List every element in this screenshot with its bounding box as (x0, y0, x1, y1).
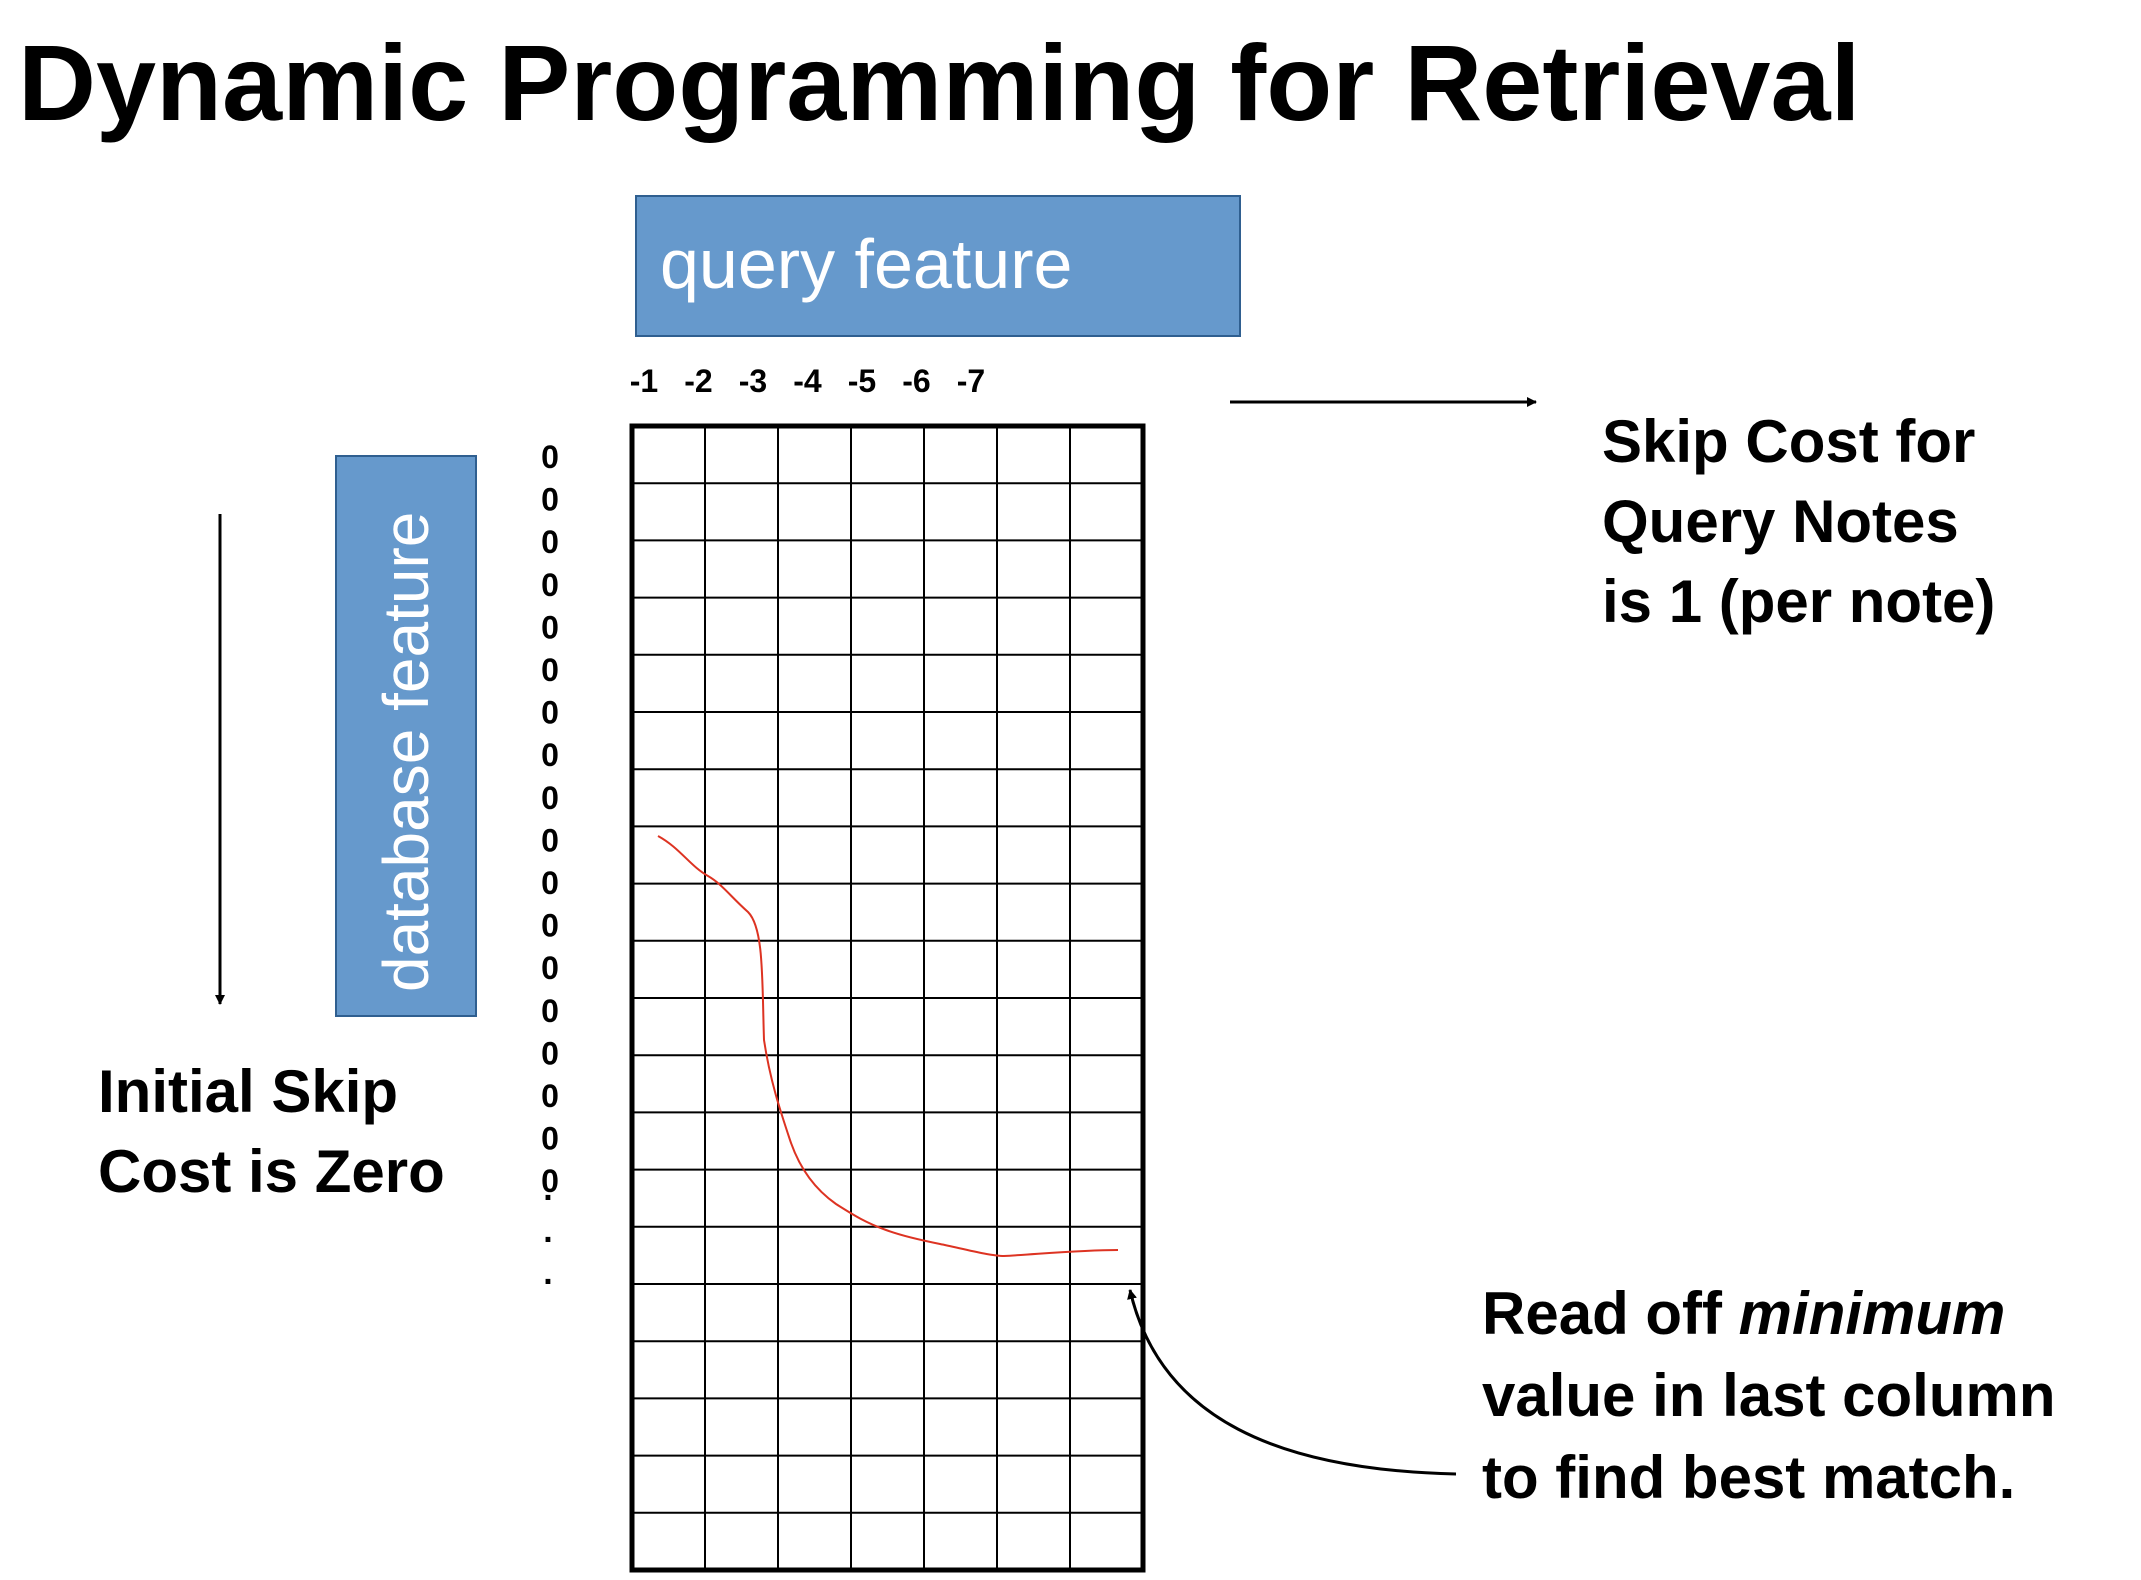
read-off-italic: minimum (1739, 1280, 2006, 1347)
row-label: 0 (541, 695, 559, 731)
skip-cost-line-2: Query Notes (1602, 488, 1959, 555)
continuation-dot: . (543, 1254, 552, 1292)
warping-path (657, 835, 1119, 1258)
column-label: -5 (848, 363, 876, 399)
column-label: -2 (684, 363, 712, 399)
initial-skip-line-1: Initial Skip (98, 1058, 398, 1125)
column-label: -3 (739, 363, 767, 399)
database-feature-label: database feature (370, 512, 442, 992)
database-feature-box: database feature (335, 455, 477, 1017)
skip-cost-line-3: is 1 (per note) (1602, 568, 1995, 635)
column-label: -7 (957, 363, 985, 399)
row-label: 0 (541, 567, 559, 603)
slide-title: Dynamic Programming for Retrieval (18, 22, 1861, 143)
row-label: 0 (541, 1035, 559, 1071)
initial-skip-line-2: Cost is Zero (98, 1138, 445, 1205)
row-label: 0 (541, 950, 559, 986)
best-match-arrow (1127, 1289, 1457, 1476)
row-label: 0 (541, 439, 559, 475)
row-label: 0 (541, 524, 559, 560)
column-labels: -1 -2 -3 -4 -5 -6 -7 (630, 363, 985, 399)
row-label: 0 (541, 822, 559, 858)
column-label: -6 (902, 363, 930, 399)
read-off-line-2: value in last column (1482, 1362, 2056, 1429)
row-labels: 0 0 0 0 0 0 0 0 0 0 0 0 0 0 0 0 0 0 (541, 439, 559, 1199)
query-feature-box: query feature (635, 195, 1241, 337)
row-label: 0 (541, 908, 559, 944)
skip-cost-line-1: Skip Cost for (1602, 408, 1975, 475)
row-label: 0 (541, 993, 559, 1029)
row-label: 0 (541, 652, 559, 688)
row-label: 0 (541, 482, 559, 518)
initial-skip-text: Initial Skip Cost is Zero (98, 1058, 445, 1205)
row-label: 0 (541, 1163, 559, 1199)
column-label: -4 (793, 363, 822, 399)
row-label: 0 (541, 737, 559, 773)
read-off-line-3: to find best match. (1482, 1444, 2015, 1511)
read-off-prefix: Read off (1482, 1280, 1739, 1347)
row-label: 0 (541, 1121, 559, 1157)
dp-grid (629, 423, 1146, 1573)
row-label: 0 (541, 609, 559, 645)
continuation-dot: . (543, 1170, 552, 1208)
continuation-dot: . (543, 1212, 552, 1250)
column-label: -1 (630, 363, 658, 399)
row-label: 0 (541, 865, 559, 901)
query-feature-label: query feature (660, 225, 1072, 303)
row-label: 0 (541, 1078, 559, 1114)
read-off-text: Read off minimum value in last column to… (1482, 1280, 2056, 1511)
skip-cost-query-text: Skip Cost for Query Notes is 1 (per note… (1602, 408, 1995, 635)
row-label: 0 (541, 780, 559, 816)
continuation-dots: ... (543, 1170, 552, 1292)
read-off-line-1: Read off minimum (1482, 1280, 2005, 1347)
